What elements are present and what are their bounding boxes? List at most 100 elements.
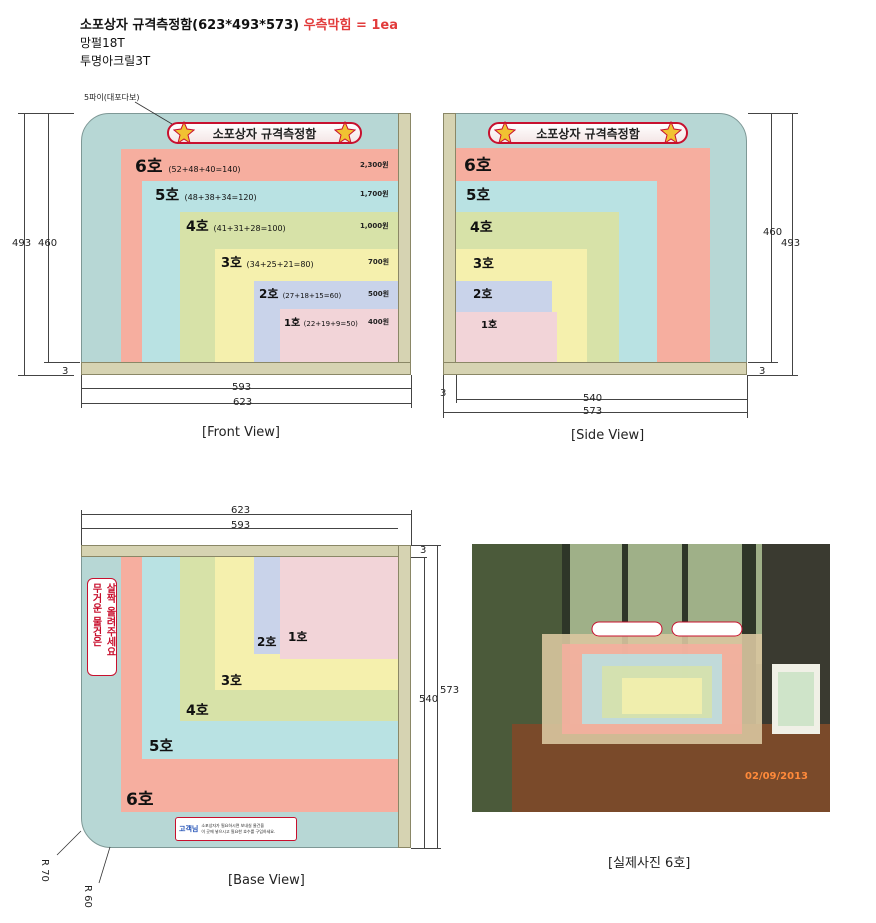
front-tier-1 [280,309,398,362]
side-dim-outer-width: 573 [583,406,603,417]
side-dim-tick [747,375,748,418]
notice-label: 고객님 [179,825,199,833]
base-top-panel [81,545,411,557]
side-dim-inner-width: 540 [583,393,603,404]
base-radius-70: R 70 [39,859,50,882]
star-burst-icon [173,121,195,145]
side-caption: [Side View] [571,428,645,443]
front-tier-2-label: 2호 (27+18+15=60) [259,285,341,302]
side-dim-tick [748,362,778,363]
front-tier-1-price: 400원 [368,318,390,326]
front-tier-1-num: 1호 [284,318,301,329]
base-tier-1 [280,557,398,659]
material-line-2: 투명아크릴3T [80,54,151,68]
base-dim-outer-width-line [81,514,411,515]
side-tier-2 [456,281,552,312]
side-view: 6호 5호 4호 3호 2호 1호 소포상자 규격측정함 460 493 3 3… [430,0,876,450]
side-tier-6-label: 6호 [464,156,492,176]
front-tier-4-label: 4호 (41+31+28=100) [186,216,286,236]
base-tier-4-label: 4호 [186,703,209,719]
front-tier-5-formula: (48+38+34=120) [184,193,257,202]
front-tier-4-num: 4호 [186,219,209,235]
star-burst-icon [660,121,682,145]
side-tier-3-label: 3호 [473,257,495,272]
front-tier-6-label: 6호 (52+48+40=140) [135,152,241,177]
front-tier-6-formula: (52+48+40=140) [168,165,241,174]
front-tier-3-price: 700원 [368,258,390,266]
front-dim-outer-width: 623 [233,397,253,408]
base-dim-outer-depth: 573 [440,685,460,696]
real-photo: 02/09/2013 [472,544,830,812]
front-dim-inner-width-line [81,388,411,389]
side-dim-inner-height-line [771,113,772,362]
side-sign-col-2: 살짝 올려주세요 [104,583,115,657]
front-dim-outer-height-line [24,113,25,375]
front-dim-base: 3 [62,366,69,377]
base-dim-tick [411,510,412,545]
header-title-red: 우측막힘 = 1ea [303,18,399,33]
base-dim-inner-width: 593 [231,520,251,531]
front-tier-1-formula: (22+19+9=50) [303,320,358,328]
side-dim-tick [748,375,798,376]
front-dim-inner-height-line [48,113,49,362]
material-line-1: 망펄18T [80,36,125,50]
side-dim-outer-width-line [443,412,747,413]
front-tier-4-price: 1,000원 [360,222,389,230]
front-right-panel [398,113,411,363]
base-side-sign: 무거운 물건은 살짝 올려주세요 [87,578,117,676]
front-tier-5-label: 5호 (48+38+34=120) [155,184,257,205]
base-dim-tick [411,557,427,558]
front-tier-3-formula: (34+25+21=80) [246,260,314,269]
front-tier-3-num: 3호 [221,256,243,271]
side-banner: 소포상자 규격측정함 [488,121,688,145]
front-banner-text: 소포상자 규격측정함 [212,126,317,141]
front-tier-6-num: 6호 [135,157,163,177]
front-dim-tick [18,113,74,114]
side-sign-col-1: 무거운 물건은 [90,583,101,647]
base-dim-inner-depth: 540 [419,694,439,705]
notice-line-1: 소포상자가 필요하시면 보내실 물건을 [201,823,265,828]
base-tier-1-label: 1호 [288,630,308,644]
base-caption: [Base View] [228,873,305,888]
side-tier-1 [456,312,557,362]
side-tier-2-label: 2호 [473,287,493,301]
base-notice: 고객님 소포상자가 필요하시면 보내실 물건을 이 곳에 넣으시고 필요한 호수… [175,817,297,841]
side-dim-tick [456,375,457,403]
base-dim-tick [81,510,82,545]
front-banner: 소포상자 규격측정함 [167,121,362,145]
front-tier-2-price: 500원 [368,290,390,298]
photo-timestamp: 02/09/2013 [745,771,808,782]
front-tier-2-formula: (27+18+15=60) [282,292,342,300]
front-caption: [Front View] [202,425,281,440]
front-tier-5-price: 1,700원 [360,190,389,198]
base-tier-2-label: 2호 [257,635,277,649]
front-dim-tick [81,375,82,408]
side-base-panel [443,362,747,375]
base-dim-tick [411,545,441,546]
side-dim-outer-height-line [792,113,793,375]
base-right-panel [398,545,411,848]
front-tier-3-label: 3호 (34+25+21=80) [221,252,314,271]
side-dim-inner-height: 460 [763,227,783,238]
base-radius-60: R 60 [82,885,93,908]
side-dim-base: 3 [759,366,766,377]
base-tier-3-label: 3호 [221,674,243,689]
base-dim-outer-depth-line [437,545,438,848]
header-title-text: 소포상자 규격측정함(623*493*573) [80,18,300,33]
photo-caption: [실제사진 6호] [608,856,691,871]
star-burst-icon [494,121,516,145]
notice-text: 소포상자가 필요하시면 보내실 물건을 이 곳에 넣으시고 필요한 호수를 구입… [201,823,275,835]
notice-line-2: 이 곳에 넣으시고 필요한 호수를 구입하세요. [201,829,276,834]
front-dim-tick [18,375,74,376]
star-burst-icon [334,121,356,145]
front-dim-tick [44,362,80,363]
side-tier-5-label: 5호 [466,186,491,204]
front-base-panel [81,362,411,375]
base-dim-outer-width: 623 [231,505,251,516]
front-tier-4-formula: (41+31+28=100) [213,224,286,233]
side-dim-inner-width-line [456,399,747,400]
side-dim-tick [443,375,444,418]
side-left-panel [443,113,456,363]
side-dim-outer-height: 493 [781,238,801,249]
photo-scene-icon [472,544,830,812]
